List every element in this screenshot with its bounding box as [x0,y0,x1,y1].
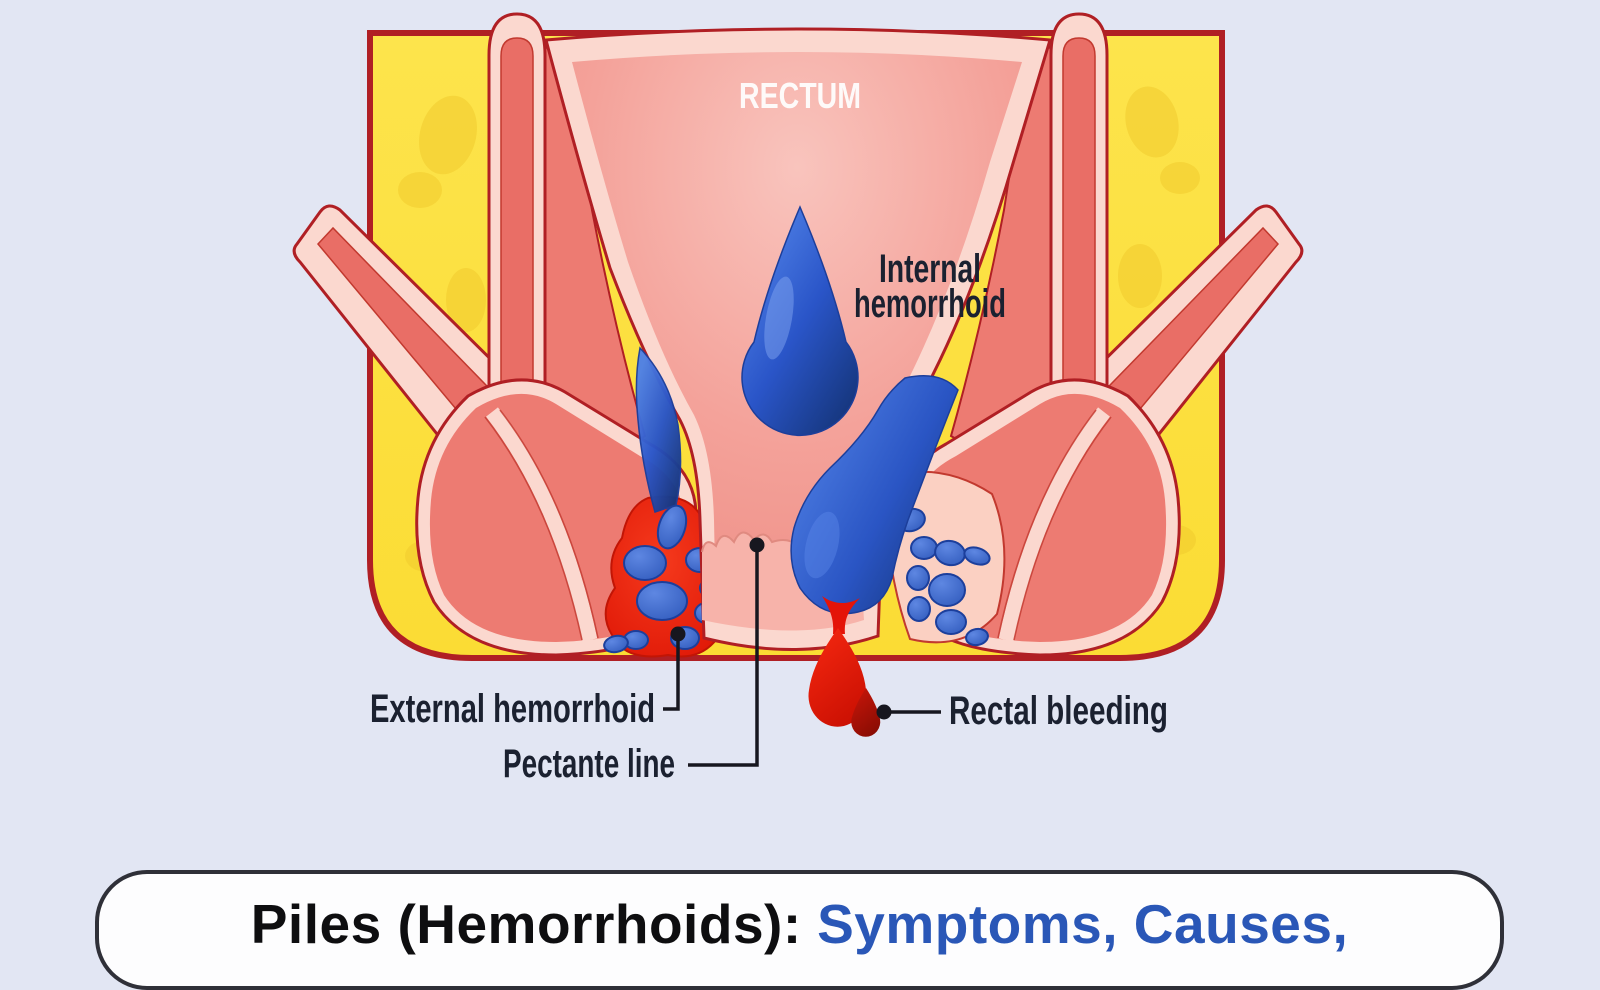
blood-drop-large [808,628,867,727]
label-internal-hemorrhoid-line2: hemorrhoid [854,282,1006,326]
pectinate-wavy-edge [701,531,801,553]
internal-vein-left [635,346,682,513]
vein-highlight [804,511,840,579]
infographic-page: { "background_color": "#e2e6f3", "diagra… [95,12,1504,990]
label-pectante-line: Pectante line [503,742,675,786]
label-internal-hemorrhoid-line1: Internal [879,247,981,291]
label-rectum: RECTUM [739,75,861,116]
hemorrhoidal-veins-right-cluster [882,470,1006,647]
sphincter-finger-right [1049,12,1109,441]
external-hemorrhoid-connector [663,634,680,711]
connector-dots [670,537,892,720]
title-black-part: Piles (Hemorrhoids): [250,893,802,955]
hemorrhoids-cross-section-diagram: RECTUM Internal hemorrhoid External hemo… [292,12,1304,786]
internal-hemorrhoid-shape [741,205,859,436]
title-blue-part: Symptoms, Causes, [817,893,1349,955]
bleeding-drip [808,596,867,727]
diagram-stage: RECTUM Internal hemorrhoid External hemo… [292,12,1304,786]
label-external-hemorrhoid: External hemorrhoid [370,687,655,731]
connector-lines [663,545,941,767]
sphincter-finger-left [487,12,547,441]
teardrop-highlight [764,276,794,360]
page-title: Piles (Hemorrhoids):Symptoms, Causes, [251,892,1349,956]
label-rectal-bleeding: Rectal bleeding [949,689,1168,733]
prolapsed-vein-right [790,375,959,615]
blood-drop-small [851,688,881,737]
title-card: Piles (Hemorrhoids):Symptoms, Causes, [95,870,1504,990]
pectante-line-connector [688,545,759,767]
